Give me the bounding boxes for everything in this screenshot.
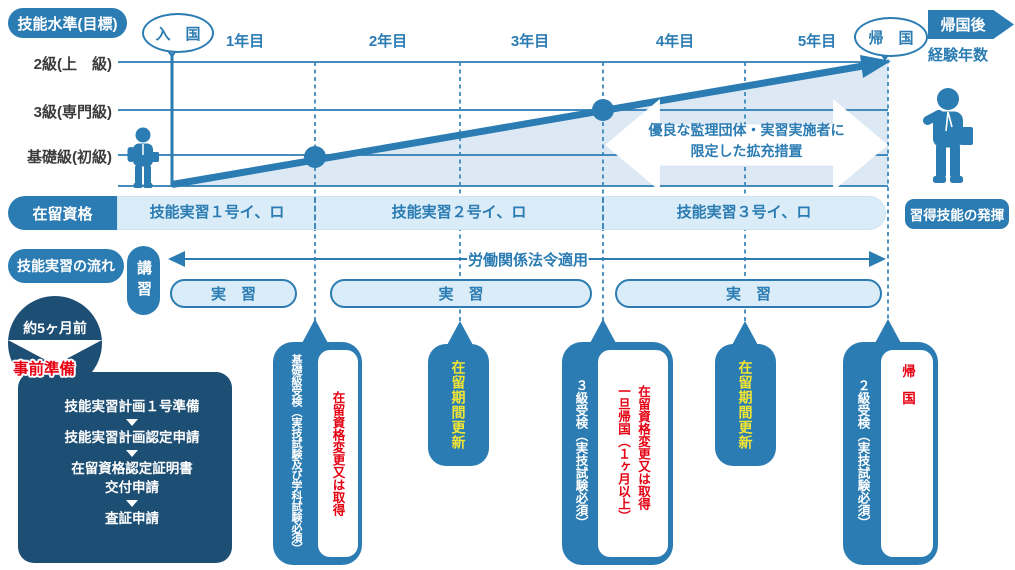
expansion-note-line2: 限定した拡充措置 [690, 143, 803, 159]
callout-period-renewal-1: 在留期間更新 [428, 344, 489, 466]
residence-segment-1: 技能実習１号イ、ロ [149, 204, 285, 221]
after-return-badge: 帰国後 [928, 10, 1014, 39]
prep-step-4: 査証申請 [105, 510, 159, 526]
expansion-note: 優良な監理団体・実習実施者に 限定した拡充措置 [605, 120, 888, 162]
practice-pill-3: 実 習 [615, 279, 882, 308]
prep-step-3-line2: 交付申請 [105, 479, 159, 495]
prep-title: 事前準備 [13, 361, 76, 378]
residence-row-label: 在留資格 [8, 196, 117, 230]
year-label-4: 4年目 [655, 33, 695, 50]
residence-bar [117, 196, 886, 230]
after-return-note: 経験年数 [928, 47, 989, 64]
year-label-1: 1年目 [225, 33, 265, 50]
callout3-left-text: ３級受検（実技試験必須） [573, 378, 588, 529]
prep-timing-label: 約5ヶ月前 [23, 320, 87, 336]
callout1-pointer [301, 319, 329, 345]
law-arrow-line [183, 257, 871, 260]
acquired-skill-badge: 習得技能の発揮 [905, 199, 1009, 229]
callout3-white-panel: 在留資格変更又は取得 一旦帰国（１ヶ月以上） [598, 350, 668, 557]
flow-row-label: 技能実習の流れ [8, 249, 124, 283]
callout1-white-panel: 在留資格変更又は取得 [318, 350, 358, 557]
callout1-left-text: 基礎級受検（実技試験及び学科試験必須） [290, 353, 302, 554]
return-bubble: 帰 国 [854, 17, 928, 57]
year-label-2: 2年目 [368, 33, 408, 50]
trainee-icon [127, 127, 159, 188]
lecture-pill: 講習 [127, 246, 160, 315]
axis-label-level3: 3級(専門級) [33, 104, 112, 121]
callout1-right-text: 在留資格変更又は取得 [330, 391, 345, 516]
callout3-right-col1: 在留資格変更又は取得 [636, 384, 650, 510]
prep-steps-box: 技能実習計画１号準備 技能実習計画認定申請 在留資格認定証明書 交付申請 査証申… [18, 372, 232, 563]
callout3-right-text: 在留資格変更又は取得 一旦帰国（１ヶ月以上） [613, 385, 653, 523]
callout3-right-col2: 一旦帰国（１ヶ月以上） [616, 384, 630, 523]
callout4-text: 在留期間更新 [737, 360, 754, 450]
callout2-pointer [446, 321, 474, 347]
step-arrow-icon [126, 450, 138, 458]
law-arrow-left-head [168, 251, 185, 267]
callout-basic-exam: 基礎級受検（実技試験及び学科試験必須） 在留資格変更又は取得 [273, 342, 362, 565]
callout4-pointer [731, 321, 759, 347]
residence-divider-2 [602, 197, 604, 229]
practice-pill-1: 実 習 [170, 279, 297, 308]
callout3-pointer [589, 319, 617, 345]
expansion-note-line1: 優良な監理団体・実習実施者に [648, 122, 845, 138]
year-label-5: 5年目 [797, 33, 837, 50]
year-label-3: 3年目 [510, 33, 550, 50]
entry-bubble: 入 国 [142, 13, 214, 53]
practice-pill-2: 実 習 [330, 279, 592, 308]
growth-arrowhead [860, 55, 891, 78]
callout-level2-exam: ２級受検（実技試験必須） 帰 国 [843, 342, 938, 565]
residence-segment-3: 技能実習３号イ、ロ [676, 204, 812, 221]
step-arrow-icon [126, 499, 138, 507]
prep-step-1: 技能実習計画１号準備 [64, 399, 200, 414]
callout5-pointer [874, 319, 902, 345]
axis-label-basic: 基礎級(初級) [27, 149, 112, 166]
callout5-right-text: 帰 国 [900, 364, 915, 405]
callout2-text: 在留期間更新 [450, 360, 467, 450]
prep-step-3-line1: 在留資格認定証明書 [71, 461, 193, 477]
prep-step-2: 技能実習計画認定申請 [64, 430, 200, 446]
law-arrow-label: 労働関係法令適用 [467, 252, 589, 269]
callout-period-renewal-2: 在留期間更新 [715, 344, 776, 466]
milestone-dot-level3 [592, 99, 614, 121]
skill-level-badge: 技能水準(目標) [8, 8, 127, 38]
returnee-icon [922, 88, 973, 183]
axis-label-level2: 2級(上 級) [33, 56, 112, 73]
callout5-left-text: ２級受検（実技試験必須） [855, 378, 870, 529]
step-arrow-icon [126, 419, 138, 427]
residence-segment-2: 技能実習２号イ、ロ [391, 204, 527, 221]
callout-level3-exam: ３級受検（実技試験必須） 在留資格変更又は取得 一旦帰国（１ヶ月以上） [562, 342, 673, 565]
law-arrow-right-head [869, 251, 886, 267]
milestone-dot-basic [304, 146, 326, 168]
callout5-white-panel: 帰 国 [881, 350, 933, 557]
residence-divider-1 [314, 197, 316, 229]
growth-line [171, 62, 867, 188]
